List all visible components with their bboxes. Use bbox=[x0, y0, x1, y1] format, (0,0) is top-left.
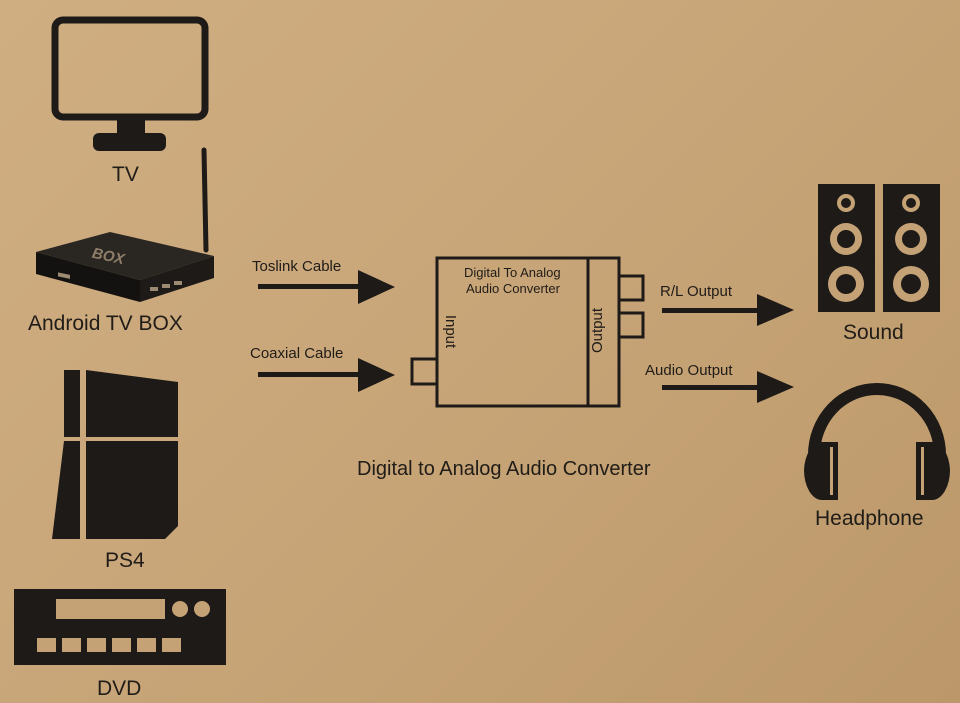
rl-output-label: R/L Output bbox=[660, 283, 732, 300]
rl-output-arrow-icon bbox=[662, 294, 794, 326]
converter-caption: Digital to Analog Audio Converter bbox=[357, 458, 651, 480]
ps4-icon bbox=[52, 370, 178, 539]
tv-icon bbox=[51, 16, 209, 151]
speakers-icon bbox=[818, 184, 940, 312]
coaxial-arrow-icon bbox=[258, 358, 395, 392]
ps4-label: PS4 bbox=[105, 549, 145, 572]
android-box-label: Android TV BOX bbox=[28, 312, 183, 335]
converter-title-line2: Audio Converter bbox=[466, 281, 560, 296]
toslink-arrow-icon bbox=[258, 270, 395, 304]
toslink-label: Toslink Cable bbox=[252, 258, 342, 275]
dvd-icon bbox=[14, 589, 226, 665]
audio-output-label: Audio Output bbox=[645, 362, 733, 379]
output-label: Output bbox=[589, 307, 607, 354]
input-label: Input bbox=[442, 314, 460, 349]
audio-output-arrow-icon bbox=[662, 371, 794, 403]
headphone-icon bbox=[804, 383, 950, 500]
coaxial-label: Coaxial Cable bbox=[250, 345, 344, 362]
headphone-label: Headphone bbox=[815, 507, 924, 530]
android-box-icon bbox=[36, 147, 214, 302]
tv-label: TV bbox=[112, 163, 139, 186]
dvd-label: DVD bbox=[97, 677, 142, 700]
sound-label: Sound bbox=[843, 321, 904, 344]
converter-title-line1: Digital To Analog bbox=[464, 265, 561, 280]
converter-box-icon bbox=[410, 256, 645, 408]
